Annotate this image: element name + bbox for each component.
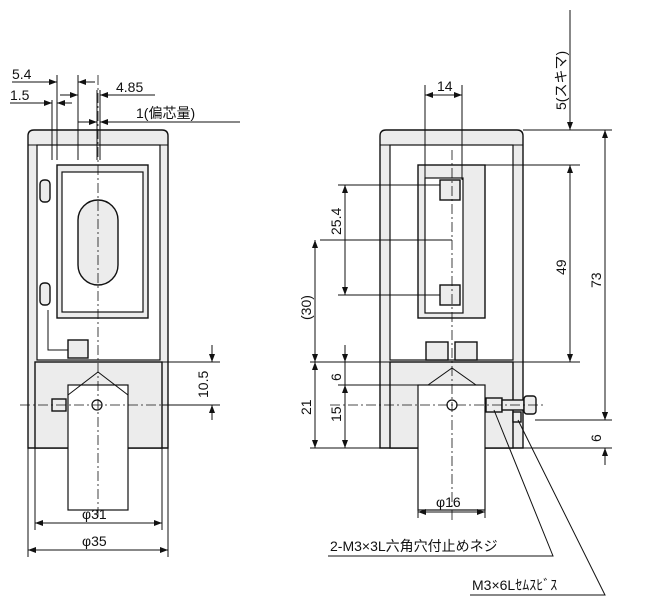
dim-gap: 5(スキマ) — [553, 51, 569, 110]
dim-73: 73 — [588, 272, 604, 288]
dim-4-85: 4.85 — [116, 79, 143, 95]
set-screw-leader — [328, 409, 554, 557]
dim-49: 49 — [553, 259, 569, 275]
dim-phi16: φ16 — [436, 494, 461, 510]
dim-14: 14 — [437, 78, 453, 94]
dim-phi31: φ31 — [82, 506, 107, 522]
dim-phi35: φ35 — [82, 533, 107, 549]
dim-25-4: 25.4 — [328, 208, 344, 235]
dim-6-top: 6 — [328, 373, 344, 381]
dim-30: (30) — [298, 295, 314, 320]
left-view: 5.4 1.5 4.85 1(偏芯量) 10.5 φ31 φ35 — [10, 66, 240, 557]
dim-15: 15 — [328, 406, 344, 422]
dim-5-4: 5.4 — [12, 66, 32, 82]
set-screw-1 — [425, 341, 449, 361]
dim-10-5: 10.5 — [195, 371, 211, 398]
left-bracket-block — [67, 339, 89, 359]
callout-set-screw: 2-M3×3L六角穴付止めネジ — [330, 538, 498, 554]
dim-6-bottom: 6 — [588, 434, 604, 442]
dim-offset: 1(偏芯量) — [136, 105, 195, 121]
dim-1-5: 1.5 — [10, 87, 30, 103]
sems-screw-leader — [470, 419, 606, 596]
callout-sems-screw: M3×6Lｾﾑｽﾋﾞｽ — [472, 577, 557, 593]
set-screw-2 — [454, 341, 478, 361]
right-view: 14 5(スキマ) 49 73 6 25.4 (30) 6 — [298, 10, 612, 596]
dim-21: 21 — [298, 399, 314, 415]
